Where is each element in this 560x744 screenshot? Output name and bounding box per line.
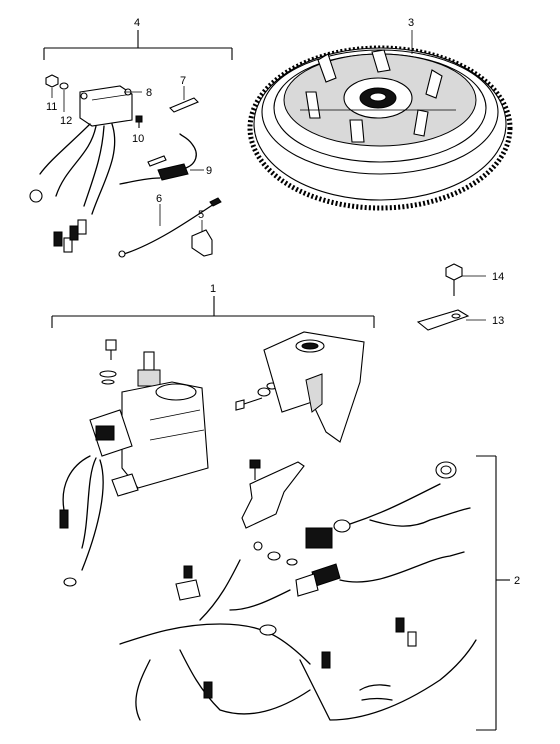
bolt-10 xyxy=(135,115,143,128)
callout-12: 12 xyxy=(60,115,72,127)
nut-11 xyxy=(45,74,59,88)
mount-hardware xyxy=(235,382,278,411)
callout-6: 6 xyxy=(156,193,162,205)
starter-motor xyxy=(59,339,209,587)
callout-14: 14 xyxy=(492,271,504,283)
callout-10: 10 xyxy=(132,133,144,145)
washer-12 xyxy=(59,82,69,90)
flywheel xyxy=(247,45,513,211)
fuse-7 xyxy=(169,97,199,113)
starter-bracket xyxy=(263,331,365,443)
callout-3: 3 xyxy=(408,17,414,29)
callout-7: 7 xyxy=(180,75,186,87)
group-1-bracket xyxy=(51,296,375,328)
callout-13: 13 xyxy=(492,315,504,327)
plate-13 xyxy=(416,309,470,331)
wiring-harness xyxy=(119,459,477,721)
callout-2: 2 xyxy=(514,575,520,587)
callout-1: 1 xyxy=(210,283,216,295)
bolt-14 xyxy=(445,263,463,296)
group-4-bracket xyxy=(43,30,233,60)
callout-5: 5 xyxy=(198,209,204,221)
callout-9: 9 xyxy=(206,165,212,177)
callout-11: 11 xyxy=(46,101,57,113)
callout-8: 8 xyxy=(146,87,152,99)
cable-6 xyxy=(118,197,222,258)
regulator xyxy=(29,85,133,253)
group-2-bracket xyxy=(476,455,510,731)
fuse-holder-9 xyxy=(119,133,197,185)
clip-5 xyxy=(191,229,213,257)
callout-4: 4 xyxy=(134,17,140,29)
